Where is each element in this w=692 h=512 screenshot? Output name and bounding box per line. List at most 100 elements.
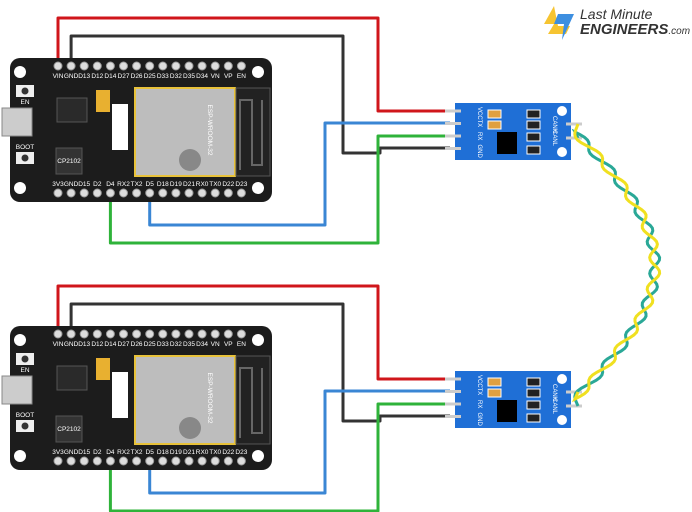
wire-vin-vcc <box>56 284 450 381</box>
pin-d25 <box>145 329 155 339</box>
pin-label: TX <box>476 388 482 396</box>
pin-vin <box>53 61 63 71</box>
pin-label: RX0 <box>196 181 209 188</box>
pin-label: 3V3 <box>52 181 64 188</box>
module-label: ESP-WROOM-32 <box>206 373 213 424</box>
pin-rx0 <box>197 456 207 466</box>
wire-canh <box>571 123 662 403</box>
header-pin-canl <box>566 136 582 140</box>
pin-gnd <box>66 329 76 339</box>
smd-component <box>526 388 541 398</box>
pin-d4 <box>105 188 115 198</box>
pin-d18 <box>158 456 168 466</box>
antenna-trace <box>239 99 263 170</box>
pin-label: D32 <box>170 73 182 80</box>
header-pin-gnd <box>445 147 461 150</box>
pin-label: D18 <box>157 449 169 456</box>
can-transceiver-ic <box>497 132 517 154</box>
ce-logo <box>179 417 201 439</box>
pin-label: D14 <box>104 341 116 348</box>
pin-label: D5 <box>146 449 155 456</box>
pin-3v3 <box>53 188 63 198</box>
pin-d22 <box>223 188 233 198</box>
mounting-hole <box>252 450 264 462</box>
mounting-hole <box>557 415 567 425</box>
mounting-hole <box>14 182 26 194</box>
wire-d5-tx <box>148 389 450 495</box>
pin-label: D22 <box>222 181 234 188</box>
header-pin-rx <box>445 402 461 406</box>
header-pin-rx <box>445 134 461 138</box>
boot-button-cap <box>21 154 29 162</box>
usb-port <box>1 375 33 405</box>
pin-label: D26 <box>131 341 143 348</box>
pin-label: CANL <box>551 398 557 415</box>
logo-suffix: .com <box>668 26 691 37</box>
pin-label: D23 <box>235 449 247 456</box>
pin-label: D15 <box>78 449 90 456</box>
pin-rx2 <box>119 456 128 466</box>
pin-d25 <box>145 61 155 71</box>
pin-tx0 <box>210 188 220 198</box>
pin-label: EN <box>237 341 246 348</box>
regulator <box>56 365 88 391</box>
pin-label: GND <box>476 413 482 427</box>
module-label: ESP-WROOM-32 <box>206 105 213 156</box>
mounting-hole <box>14 334 26 346</box>
pin-label: D19 <box>170 181 182 188</box>
pin-label: VN <box>211 341 220 348</box>
can-transceiver-ic <box>497 400 517 422</box>
pin-d2 <box>92 456 102 466</box>
pin-label: CANH <box>551 116 557 133</box>
mounting-hole <box>557 374 567 384</box>
pin-d34 <box>197 61 207 71</box>
smd-component <box>526 109 541 119</box>
en-button-cap <box>21 87 29 95</box>
pin-label: D33 <box>157 341 169 348</box>
capacitor <box>96 90 110 112</box>
pin-d5 <box>145 188 155 198</box>
pin-label: D34 <box>196 341 208 348</box>
pin-label: D15 <box>78 181 90 188</box>
ce-logo <box>179 149 201 171</box>
pin-d35 <box>184 329 194 339</box>
pin-label: RX2 <box>117 449 130 456</box>
pin-label: EN <box>237 73 246 80</box>
pin-label: TX2 <box>131 181 143 188</box>
pin-d26 <box>132 329 142 339</box>
capacitor <box>96 358 110 380</box>
pin-d22 <box>223 456 233 466</box>
pin-label: GND <box>64 181 79 188</box>
smd-component <box>487 120 502 130</box>
mounting-hole <box>557 147 567 157</box>
pin-vn <box>210 61 220 71</box>
pin-d5 <box>145 456 155 466</box>
chip-label: CP2102 <box>57 158 81 165</box>
pin-label: D21 <box>183 449 195 456</box>
header-pin-vcc <box>445 377 461 381</box>
logo-line2: ENGINEERS.com <box>580 21 690 38</box>
pin-label: D26 <box>131 73 143 80</box>
pin-d2 <box>92 188 102 198</box>
en-button-cap <box>21 355 29 363</box>
smd-component <box>526 377 541 387</box>
pin-gnd <box>66 61 76 71</box>
pin-d12 <box>92 61 102 71</box>
pin-label: D18 <box>157 181 169 188</box>
pin-label: D19 <box>170 449 182 456</box>
smd-component <box>526 132 541 142</box>
pin-label: GND <box>64 73 79 80</box>
header-pin-tx <box>445 122 461 125</box>
chip-label: CP2102 <box>57 426 81 433</box>
pin-label: CANL <box>551 130 557 147</box>
usb-uart-chip <box>55 147 83 175</box>
pin-label: D21 <box>183 181 195 188</box>
mounting-hole <box>14 450 26 462</box>
boot-button-label: BOOT <box>16 412 34 419</box>
pin-label: D27 <box>118 73 130 80</box>
pin-d27 <box>119 61 128 71</box>
